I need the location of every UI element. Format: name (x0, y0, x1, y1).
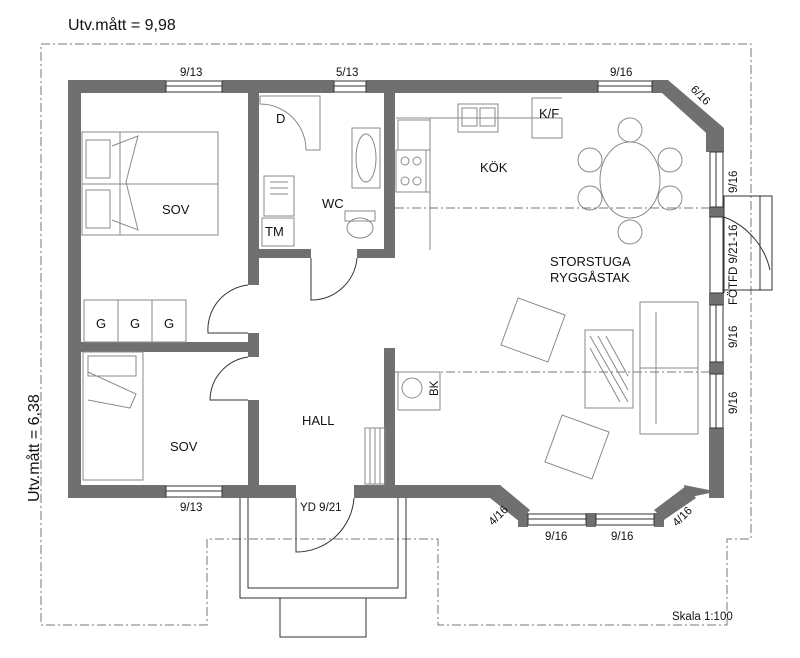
window-label-right-mid: 9/16 (728, 326, 740, 348)
room-label-living-1: STORSTUGA (550, 254, 631, 269)
window-labels: 9/13 5/13 9/16 6/16 9/16 FÖTFD 9/21-16 9… (180, 67, 740, 543)
porches (239, 195, 773, 638)
wardrobe-label-2: G (130, 316, 140, 331)
window-label-right-door: FÖTFD 9/21-16 (728, 224, 740, 305)
scale-label: Skala 1:100 (672, 611, 733, 623)
window-label-entry-door: YD 9/21 (300, 502, 342, 514)
wardrobe-label-3: G (164, 316, 174, 331)
interior-walls (81, 93, 395, 498)
room-label-living-2: RYGGÅSTAK (550, 270, 630, 285)
window-label-bay-left: 9/16 (545, 531, 567, 543)
room-labels: SOV SOV WC D TM KÖK K/F STORSTUGA RYGGÅS… (96, 106, 631, 454)
furniture (81, 95, 709, 485)
roof-outline (40, 43, 752, 626)
room-label-sov-bottom: SOV (170, 439, 198, 454)
room-label-tm: TM (265, 224, 284, 239)
room-label-hall: HALL (302, 413, 335, 428)
window-label-top-sov: 9/13 (180, 67, 202, 79)
window-label-bay-right: 9/16 (611, 531, 633, 543)
window-label-top-kok: 9/16 (610, 67, 632, 79)
window-label-top-wc: 5/13 (336, 67, 358, 79)
windows (165, 80, 724, 526)
outer-height-label: Utv.mått = 6,38 (25, 394, 43, 502)
doors (207, 216, 771, 553)
room-label-kf: K/F (539, 106, 559, 121)
room-label-wc: WC (322, 196, 344, 211)
room-label-bk: BK (429, 380, 441, 396)
outer-width-label: Utv.mått = 9,98 (68, 16, 176, 34)
window-label-right-kok: 9/16 (728, 171, 740, 193)
wardrobe-label-1: G (96, 316, 106, 331)
room-label-shower: D (276, 111, 285, 126)
window-label-bottom-sov: 9/13 (180, 502, 202, 514)
window-label-right-low: 9/16 (728, 392, 740, 414)
room-label-kok: KÖK (480, 160, 508, 175)
room-label-sov-top: SOV (162, 202, 190, 217)
exterior-walls (68, 80, 724, 527)
